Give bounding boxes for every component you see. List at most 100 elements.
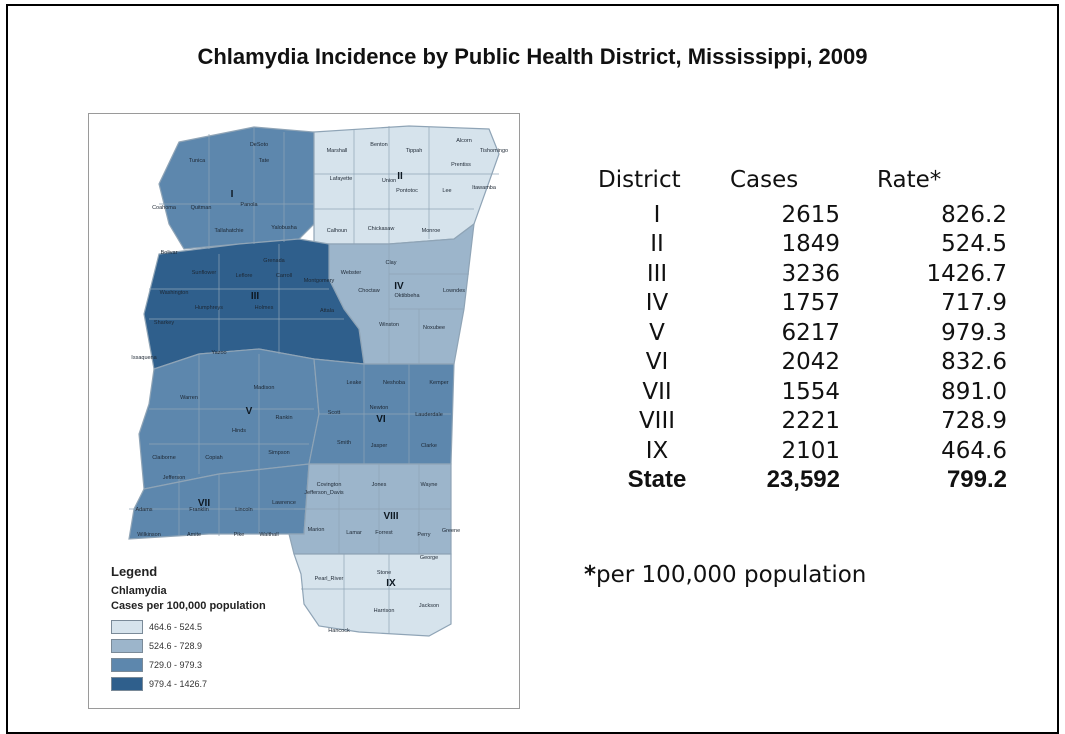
county-label: Grenada	[263, 258, 285, 264]
county-label: DeSoto	[250, 142, 268, 148]
county-label: Covington	[317, 482, 342, 488]
county-label: Perry	[417, 532, 430, 538]
cell-cases: 1554	[781, 378, 840, 405]
county-label: Montgomery	[304, 278, 335, 284]
county-label: Lauderdale	[415, 412, 443, 418]
legend-units: Cases per 100,000 population	[111, 600, 266, 612]
county-label: Hinds	[232, 428, 246, 434]
cell-district: V	[649, 319, 665, 346]
cell-rate: 891.0	[941, 378, 1007, 405]
district-label: VII	[198, 498, 210, 509]
county-label: Winston	[379, 322, 399, 328]
footnote: *per 100,000 population	[584, 562, 866, 588]
county-label: Jasper	[371, 443, 388, 449]
cell-rate: 524.5	[941, 231, 1007, 258]
county-label: Lawrence	[272, 500, 296, 506]
cell-rate: 832.6	[941, 349, 1007, 376]
county-label: Marion	[308, 527, 325, 533]
county-label: Rankin	[275, 415, 292, 421]
county-label: Sunflower	[192, 270, 217, 276]
legend-label: 524.6 - 728.9	[149, 640, 203, 651]
cell-district: I	[653, 201, 661, 228]
cell-district: VIII	[638, 408, 676, 435]
county-label: Jackson	[419, 603, 439, 609]
county-label: Panola	[240, 202, 258, 208]
slide-title: Chlamydia Incidence by Public Health Dis…	[197, 44, 868, 69]
county-label: Lee	[442, 188, 451, 194]
legend-swatch	[111, 619, 143, 634]
legend-label: 464.6 - 524.5	[149, 621, 203, 632]
county-label: Claiborne	[152, 455, 176, 461]
legend-item: 979.4 - 1426.7	[111, 674, 311, 693]
county-label: Tallahatchie	[214, 228, 243, 234]
county-label: Humphreys	[195, 305, 223, 311]
county-label: Carroll	[276, 273, 292, 279]
cell-rate: 826.2	[941, 201, 1007, 228]
district-label: IV	[394, 281, 404, 292]
cell-cases: 2101	[781, 437, 840, 464]
county-label: Wayne	[421, 482, 438, 488]
legend-item: 729.0 - 979.3	[111, 655, 311, 674]
county-label: Leflore	[236, 273, 253, 279]
county-label: Newton	[370, 405, 389, 411]
cell-rate: 717.9	[941, 290, 1007, 317]
cell-district: IV	[645, 290, 669, 317]
county-label: Adams	[135, 507, 152, 513]
total-cases: 23,592	[766, 466, 840, 494]
county-label: Monroe	[422, 228, 441, 234]
county-label: Smith	[337, 440, 351, 446]
cell-cases: 2615	[781, 201, 840, 228]
legend-swatch	[111, 676, 143, 691]
county-label: Marshall	[327, 148, 348, 154]
cell-cases: 1757	[781, 290, 840, 317]
cell-cases: 2042	[781, 349, 840, 376]
county-label: Pontotoc	[396, 188, 418, 194]
county-label: Simpson	[268, 450, 289, 456]
district-label: I	[231, 189, 234, 200]
district-label: VI	[376, 414, 386, 425]
county-label: Prentiss	[451, 162, 471, 168]
district-label: V	[246, 406, 253, 417]
county-label: Itawamba	[472, 185, 497, 191]
map-legend: Legend Chlamydia Cases per 100,000 popul…	[111, 564, 311, 693]
cell-district: VI	[645, 349, 669, 376]
county-label: Warren	[180, 395, 198, 401]
legend-label: 979.4 - 1426.7	[149, 678, 208, 689]
table-header-row: District Cases Rate*	[598, 160, 1007, 200]
county-label: Tishomingo	[480, 148, 508, 154]
district-label: III	[251, 291, 260, 302]
county-label: Copiah	[205, 455, 222, 461]
county-label: Noxubee	[423, 325, 445, 331]
county-label: Clay	[385, 260, 396, 266]
county-label: Neshoba	[383, 380, 406, 386]
legend-title: Legend	[111, 564, 158, 579]
county-label: Harrison	[374, 608, 395, 614]
county-label: Calhoun	[327, 228, 348, 234]
cell-cases: 2221	[781, 408, 840, 435]
table-row: VIII 2221 728.9	[598, 407, 1007, 437]
legend-item: 464.6 - 524.5	[111, 617, 311, 636]
cell-district: II	[650, 231, 664, 258]
county-label: Amite	[187, 532, 201, 538]
county-label: Lamar	[346, 530, 362, 536]
header-rate: Rate*	[877, 167, 942, 193]
county-label: Madison	[254, 385, 275, 391]
county-label: Tippah	[406, 148, 423, 154]
county-label: Clarke	[421, 443, 437, 449]
county-label: Pearl_River	[315, 576, 344, 582]
county-label: Hancock	[328, 628, 350, 634]
county-label: Tunica	[189, 158, 206, 164]
county-label: Kemper	[429, 380, 448, 386]
cell-rate: 728.9	[941, 408, 1007, 435]
table-row: IV 1757 717.9	[598, 289, 1007, 319]
county-label: Stone	[377, 570, 391, 576]
